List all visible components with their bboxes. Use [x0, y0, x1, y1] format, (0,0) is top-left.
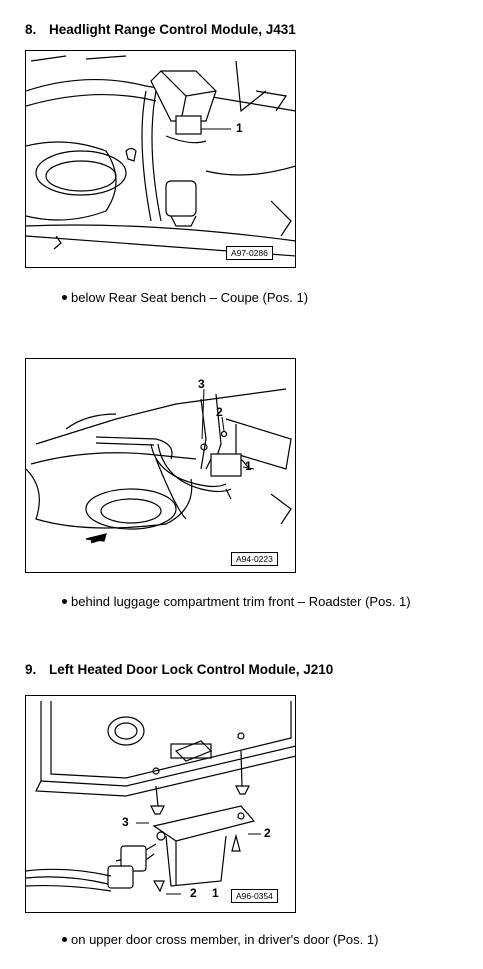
figure-illustration	[26, 388, 292, 544]
section-title: Left Heated Door Lock Control Module, J2…	[49, 662, 334, 677]
callout-1: 1	[212, 886, 219, 900]
bullet-text: behind luggage compartment trim front – …	[71, 594, 411, 609]
figure-door-lock-module: 3 2 2 1 A96-0354	[25, 695, 296, 913]
callout-3: 3	[198, 377, 205, 391]
callout-2: 2	[264, 826, 271, 840]
figure-headlight-module-coupe: 1 A97-0286	[25, 50, 296, 268]
section-title: Headlight Range Control Module, J431	[49, 22, 296, 37]
callout-1: 1	[245, 459, 252, 473]
section-number: 9.	[25, 662, 37, 677]
bullet-item: on upper door cross member, in driver's …	[62, 932, 378, 947]
figure-illustration	[26, 701, 295, 895]
figure-id: A96-0354	[231, 889, 278, 903]
section-9-heading: 9. Left Heated Door Lock Control Module, …	[25, 662, 333, 677]
bullet-text: below Rear Seat bench – Coupe (Pos. 1)	[71, 290, 309, 305]
callout-2: 2	[190, 886, 197, 900]
section-8-heading: 8. Headlight Range Control Module, J431	[25, 22, 296, 37]
callout-2: 2	[216, 405, 223, 419]
bullet-dot-icon	[62, 937, 67, 943]
figure-id: A94-0223	[231, 552, 278, 566]
callout-3: 3	[122, 815, 129, 829]
figure-id: A97-0286	[226, 246, 273, 260]
bullet-text: on upper door cross member, in driver's …	[71, 932, 379, 947]
bullet-dot-icon	[62, 599, 67, 605]
callout-1: 1	[236, 121, 243, 135]
figure-illustration	[26, 55, 295, 257]
figure-headlight-module-roadster: 3 2 1 A94-0223	[25, 358, 296, 573]
section-number: 8.	[25, 22, 37, 37]
bullet-item: behind luggage compartment trim front – …	[62, 594, 411, 609]
bullet-dot-icon	[62, 295, 67, 301]
bullet-item: below Rear Seat bench – Coupe (Pos. 1)	[62, 290, 308, 305]
